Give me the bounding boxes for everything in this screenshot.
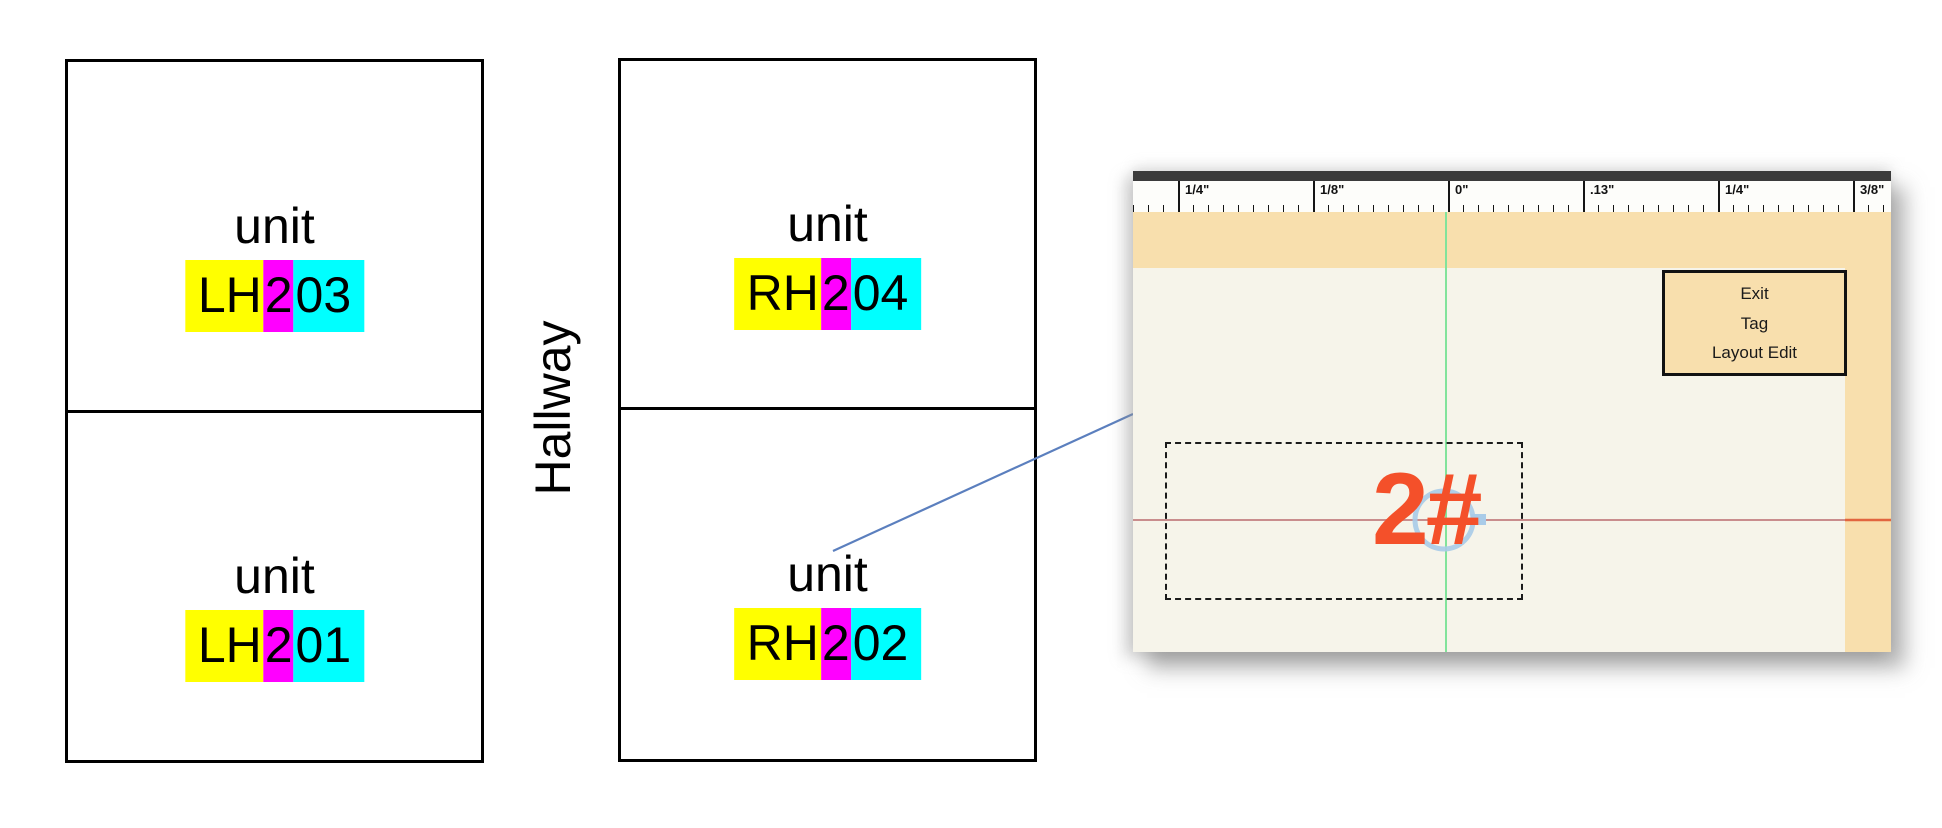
room-lh203: unit LH203 <box>65 59 484 413</box>
room-rh202: unit RH202 <box>618 407 1037 762</box>
room-lh201: unit LH201 <box>65 410 484 763</box>
margin-band-top <box>1133 212 1891 268</box>
ruler-label-4: 1/4" <box>1718 181 1749 212</box>
unit-tag-text[interactable]: 2# <box>1372 452 1482 566</box>
unit-code-suffix: 02 <box>850 608 922 681</box>
context-menu: Exit Tag Layout Edit <box>1662 270 1847 376</box>
unit-word: unit <box>234 548 315 605</box>
unit-label-lh203: unit LH203 <box>184 197 365 332</box>
unit-code-digit: 2 <box>820 257 851 330</box>
unit-code-rh202: RH202 <box>733 608 922 681</box>
unit-code-digit: 2 <box>263 259 294 332</box>
unit-code-suffix: 01 <box>293 610 365 683</box>
margin-band-right <box>1845 212 1891 652</box>
unit-label-rh204: unit RH204 <box>733 195 922 330</box>
room-rh204: unit RH204 <box>618 58 1037 410</box>
unit-code-prefix: LH <box>184 259 264 332</box>
unit-code-suffix: 04 <box>850 257 922 330</box>
selection-marquee[interactable] <box>1165 442 1523 600</box>
unit-code-digit: 2 <box>263 610 294 683</box>
horizontal-ruler: 1/4" 1/8" 0" .13" 1/4" 3/8" <box>1133 181 1891 212</box>
ruler-label-5: 3/8" <box>1853 181 1884 212</box>
unit-label-lh201: unit LH201 <box>184 548 365 683</box>
unit-word: unit <box>234 197 315 254</box>
ruler-label-3: .13" <box>1583 181 1614 212</box>
unit-code-rh204: RH204 <box>733 257 922 330</box>
ruler-label-1: 1/8" <box>1313 181 1344 212</box>
hallway-label: Hallway <box>525 320 581 496</box>
unit-word: unit <box>787 195 868 252</box>
unit-code-lh201: LH201 <box>184 610 365 683</box>
unit-code-lh203: LH203 <box>184 259 365 332</box>
grip-handle <box>1471 514 1486 525</box>
menu-item-exit[interactable]: Exit <box>1740 284 1769 304</box>
unit-code-prefix: RH <box>733 257 821 330</box>
ruler-label-0: 1/4" <box>1178 181 1209 212</box>
cad-zoom-panel: 1/4" 1/8" 0" .13" 1/4" 3/8" 2# Exit Tag Layou… <box>1133 171 1891 652</box>
menu-item-layout-edit[interactable]: Layout Edit <box>1711 342 1798 362</box>
unit-label-rh202: unit RH202 <box>733 546 922 681</box>
panel-titlebar <box>1133 171 1891 181</box>
ruler-label-2: 0" <box>1448 181 1468 212</box>
menu-item-tag[interactable]: Tag <box>1740 313 1769 333</box>
unit-code-suffix: 03 <box>293 259 365 332</box>
unit-code-prefix: RH <box>733 608 821 681</box>
cad-crosshair-overlay <box>1133 212 1891 652</box>
ruler-minor-ticks <box>1133 205 1891 212</box>
unit-code-prefix: LH <box>184 610 264 683</box>
unit-code-digit: 2 <box>820 608 851 681</box>
unit-word: unit <box>787 546 868 603</box>
